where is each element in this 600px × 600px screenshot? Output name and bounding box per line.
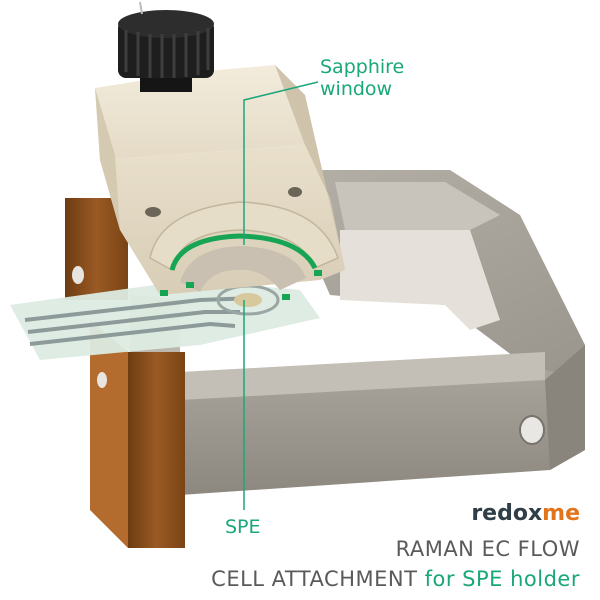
seal-dot-2 <box>186 282 194 288</box>
seal-dot-4 <box>314 270 322 276</box>
cell-screw-hole-right <box>288 187 302 197</box>
sapphire-window-label-line2: window <box>320 78 393 100</box>
steel-slot <box>335 182 500 230</box>
title-line-2-main: CELL ATTACHMENT <box>211 567 418 591</box>
seal-dot-3 <box>282 294 290 300</box>
knob-grip-lines <box>124 28 210 78</box>
steel-rail <box>340 230 500 330</box>
knob-top <box>118 10 214 38</box>
spe-strip <box>10 280 320 360</box>
seal-dot-1 <box>160 290 168 296</box>
steel-front-lip <box>180 352 545 400</box>
spe-callout: SPE <box>225 516 261 538</box>
brand-logo-part2: me <box>542 501 580 526</box>
wood-block-front <box>128 352 185 548</box>
sapphire-window-leader <box>243 81 319 245</box>
steel-side-hole <box>519 415 545 445</box>
cell-left-face <box>95 88 120 230</box>
title-line-2: CELL ATTACHMENT for SPE holder <box>211 567 580 591</box>
brand-logo-part1: redox <box>471 501 543 526</box>
knob-stem <box>140 78 192 92</box>
cell-dome <box>149 201 339 272</box>
spe-trace-3 <box>29 321 236 346</box>
wood-back-hole <box>72 266 84 284</box>
title-line-2-accent: for SPE holder <box>424 567 580 591</box>
knob <box>118 1 214 92</box>
sapphire-window-callout: Sapphire window <box>320 56 440 100</box>
cell-body <box>95 65 345 300</box>
knob-wire <box>139 1 143 15</box>
steel-right-side <box>545 345 585 470</box>
steel-front-right <box>180 370 585 495</box>
wood-blocks <box>65 198 185 548</box>
brand-logo: redoxme <box>471 501 580 526</box>
sapphire-window-seal <box>169 233 318 271</box>
wood-front-hole <box>97 372 107 388</box>
sapphire-window-label-line1: Sapphire <box>320 56 405 78</box>
cell-screw-hole-left <box>145 207 161 217</box>
sapphire-window <box>180 246 306 292</box>
title-line-1: RAMAN EC FLOW <box>395 537 580 561</box>
spe-working-electrode <box>234 293 262 307</box>
cell-top-face <box>95 65 305 160</box>
